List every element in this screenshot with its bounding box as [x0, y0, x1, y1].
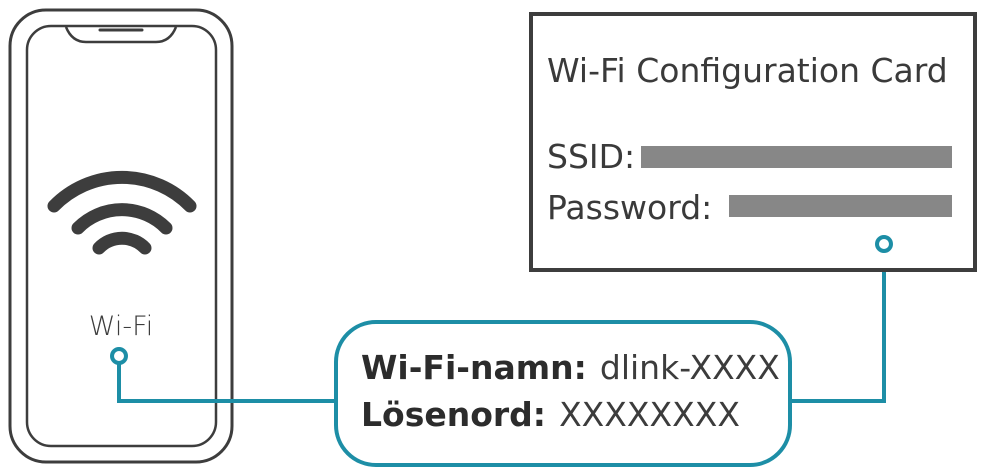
card-password-label: Password: — [547, 188, 712, 227]
wifi-configuration-card: Wi-Fi Configuration Card SSID: Password: — [529, 12, 977, 272]
bubble-password-value: XXXXXXXX — [559, 395, 740, 434]
bubble-name-value: dlink-XXXX — [600, 348, 780, 387]
phone-screen — [25, 24, 218, 448]
bubble-name-label: Wi-Fi-namn: — [361, 348, 587, 387]
card-connector-dot-icon — [875, 235, 893, 253]
connector-line-card — [790, 251, 886, 403]
card-frame — [529, 12, 977, 272]
connector-line-phone — [117, 363, 336, 403]
credentials-bubble: Wi-Fi-namn: dlink-XXXX Lösenord: XXXXXXX… — [334, 320, 792, 467]
smartphone: Wi-Fi — [8, 8, 234, 464]
bubble-password-line: Lösenord: XXXXXXXX — [361, 395, 740, 434]
card-title: Wi-Fi Configuration Card — [547, 51, 948, 90]
ssid-redacted-bar — [641, 146, 952, 168]
wifi-signal-icon — [47, 170, 197, 255]
phone-connector-dot-icon — [110, 347, 128, 365]
bubble-password-label: Lösenord: — [361, 395, 546, 434]
phone-notch — [64, 26, 178, 44]
bubble-frame — [334, 320, 792, 467]
bubble-name-line: Wi-Fi-namn: dlink-XXXX — [361, 348, 780, 387]
phone-wifi-label: Wi-Fi — [89, 311, 153, 342]
password-redacted-bar — [729, 195, 952, 217]
card-ssid-label: SSID: — [547, 137, 635, 176]
